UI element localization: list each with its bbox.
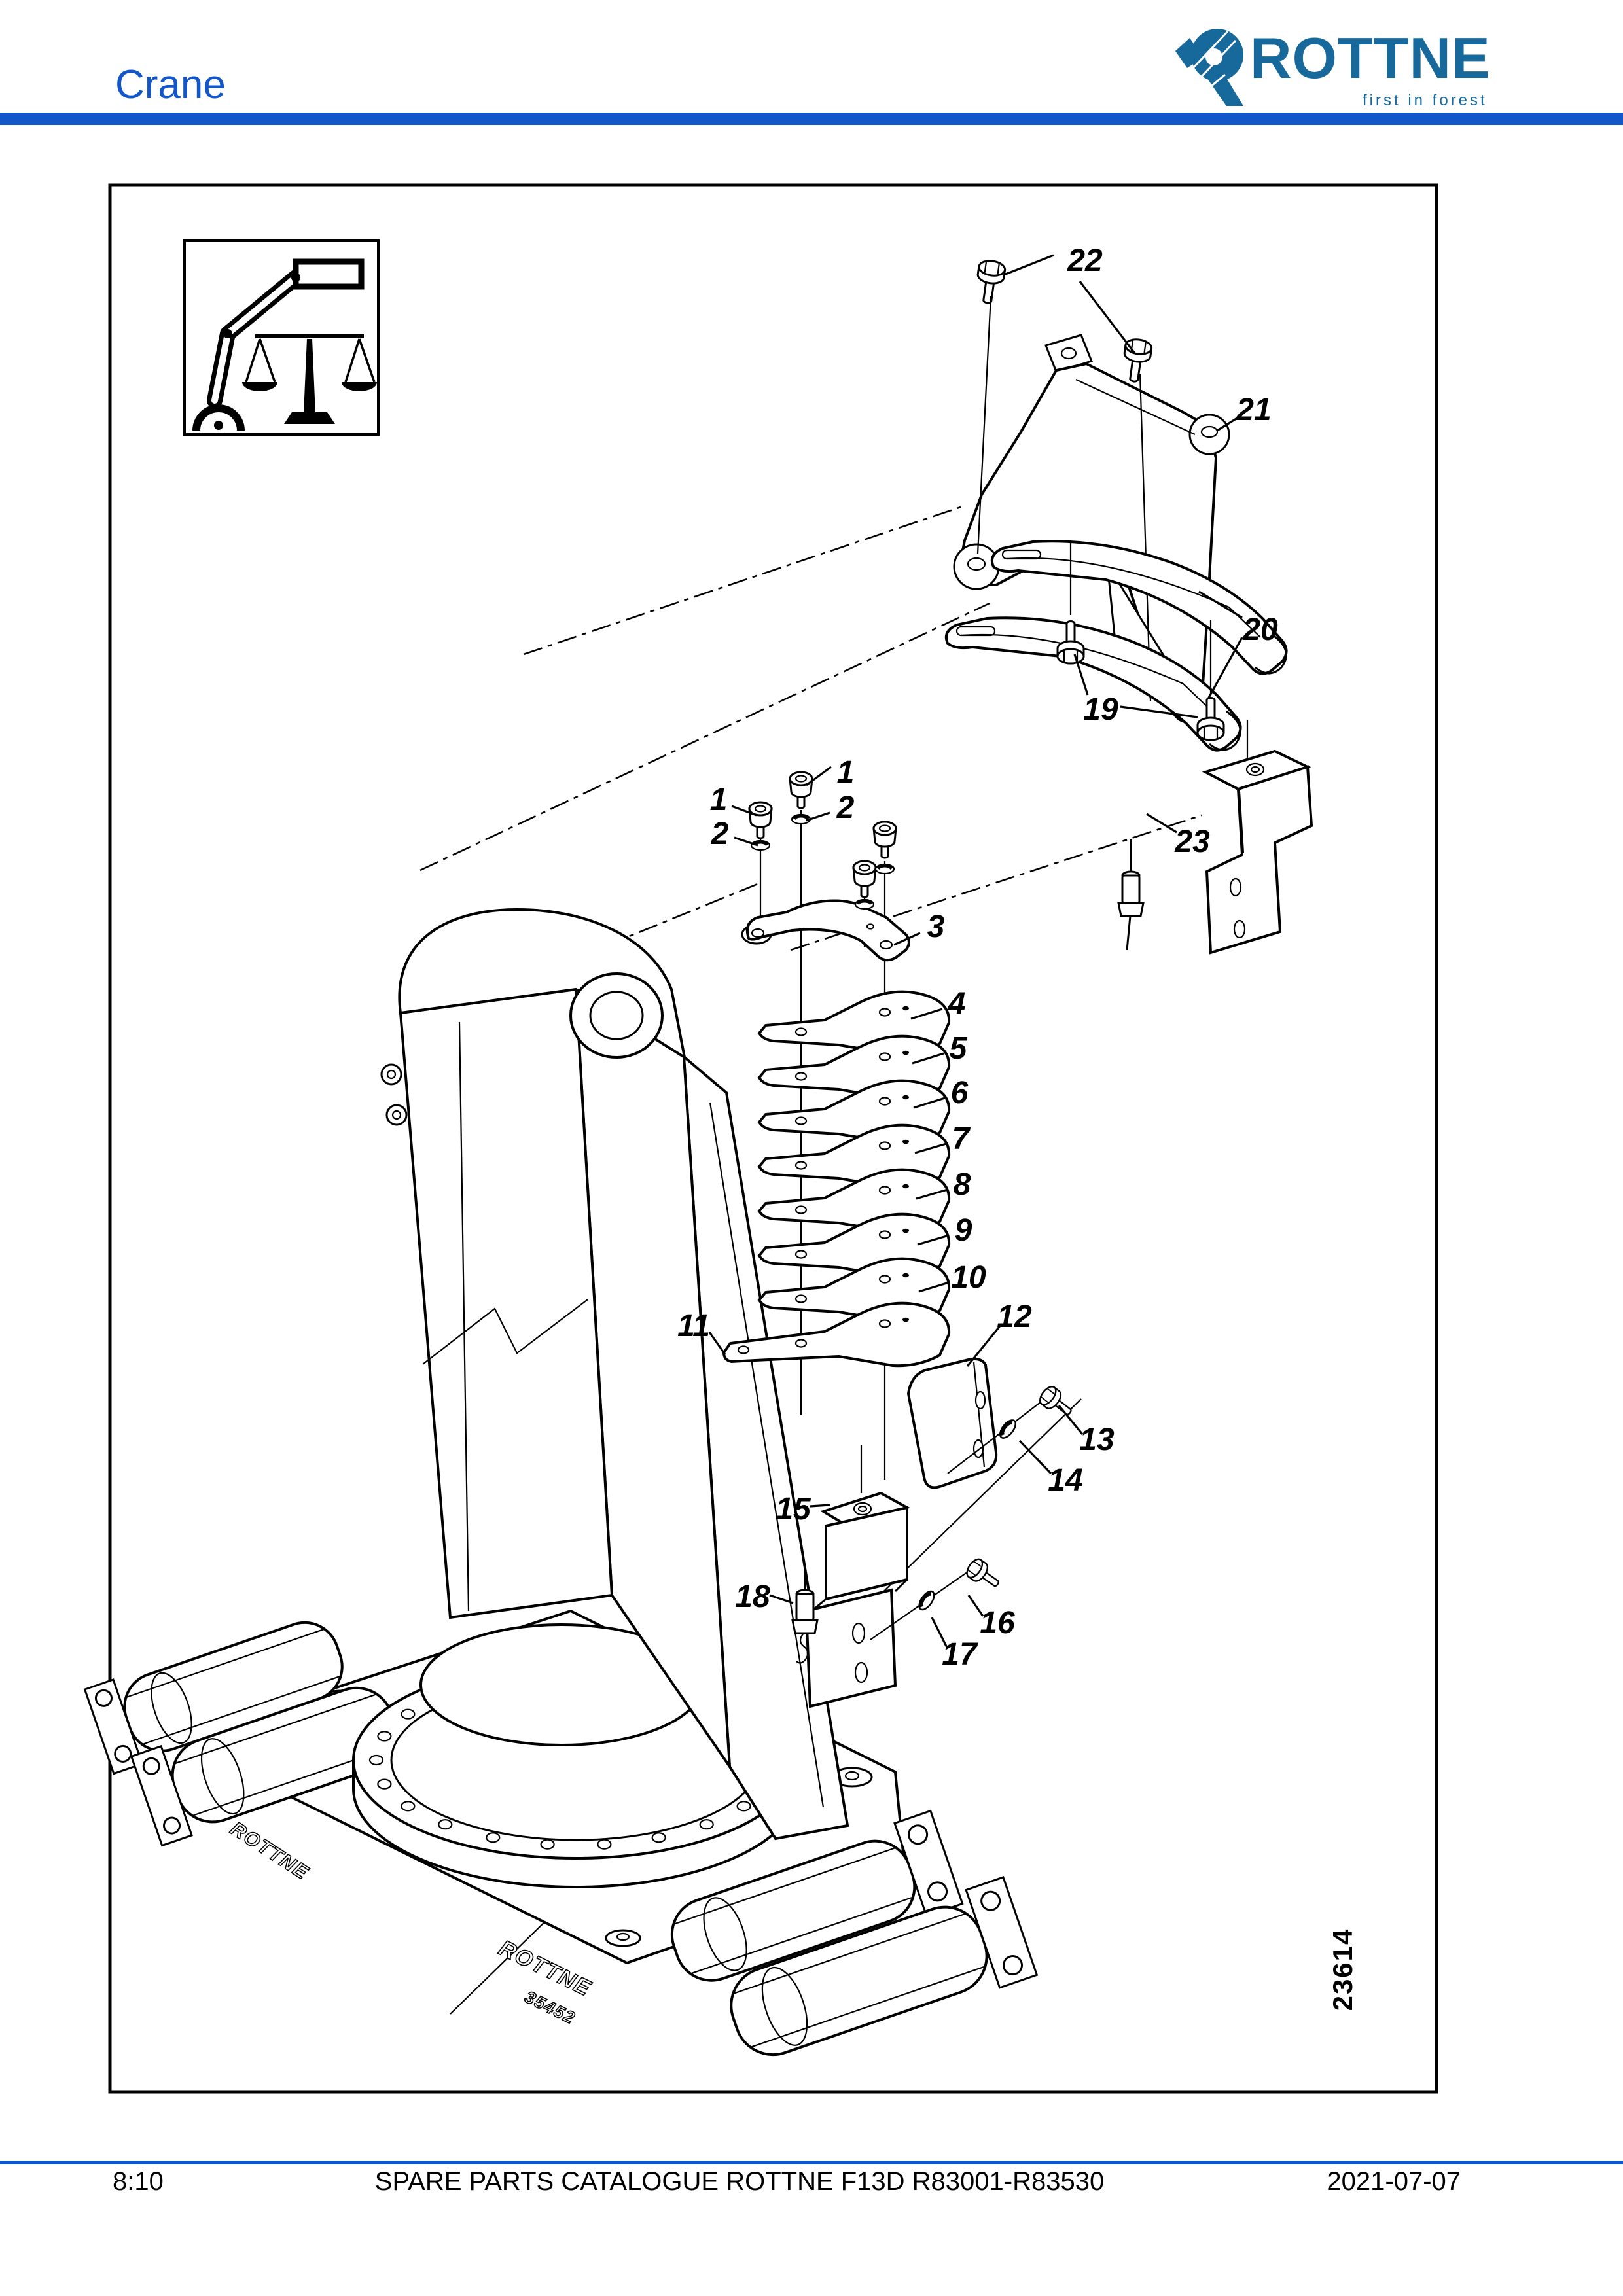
callout-leader-15 bbox=[810, 1504, 830, 1508]
callout-leader-22 bbox=[1079, 281, 1136, 354]
callout-leader-22 bbox=[1003, 254, 1054, 276]
callout-leader-23 bbox=[1146, 813, 1177, 834]
callout-label-22: 22 bbox=[1067, 243, 1103, 278]
callout-leader-4 bbox=[910, 1008, 943, 1020]
logo-wordmark: ROTTNE bbox=[1250, 26, 1491, 90]
callout-label-17: 17 bbox=[942, 1637, 978, 1672]
rottne-logo: ROTTNE first in forest bbox=[1169, 26, 1535, 116]
callout-leader-14 bbox=[1018, 1439, 1052, 1475]
callout-leader-20 bbox=[1207, 637, 1243, 699]
callout-label-13: 13 bbox=[1079, 1422, 1115, 1457]
callout-label-23: 23 bbox=[1174, 824, 1210, 859]
callout-label-10: 10 bbox=[951, 1260, 986, 1295]
callout-leader-8 bbox=[916, 1188, 948, 1200]
callout-label-20: 20 bbox=[1242, 612, 1278, 647]
callout-label-1: 1 bbox=[710, 783, 728, 817]
callout-leader-5 bbox=[912, 1052, 944, 1065]
part-15-bracket bbox=[804, 1445, 910, 1708]
callout-label-4: 4 bbox=[948, 987, 966, 1021]
callout-leader-21 bbox=[1217, 416, 1239, 432]
callout-label-9: 9 bbox=[955, 1213, 972, 1248]
footer-page-ref: 8:10 bbox=[113, 2167, 164, 2196]
callout-label-2: 2 bbox=[711, 817, 729, 851]
logo-tagline: first in forest bbox=[1363, 92, 1488, 109]
callout-leader-2 bbox=[734, 836, 758, 847]
inset-legend-box bbox=[183, 239, 380, 436]
callout-leader-1 bbox=[731, 805, 757, 817]
callout-label-16: 16 bbox=[980, 1606, 1015, 1640]
right-cylinder-bank bbox=[670, 1809, 1039, 2057]
part-12-bracket bbox=[906, 1358, 998, 1489]
footer-rule bbox=[0, 2161, 1623, 2164]
callout-leader-12 bbox=[966, 1323, 1003, 1368]
callout-leader-18 bbox=[769, 1594, 794, 1604]
parts-16-17 bbox=[870, 1555, 1005, 1640]
footer-catalogue-title: SPARE PARTS CATALOGUE ROTTNE F13D R83001… bbox=[374, 2167, 1105, 2196]
callout-label-6: 6 bbox=[951, 1076, 969, 1110]
callout-label-18: 18 bbox=[735, 1580, 770, 1614]
callout-label-14: 14 bbox=[1048, 1463, 1082, 1498]
callout-leader-2 bbox=[806, 811, 830, 822]
callout-label-21: 21 bbox=[1236, 393, 1271, 427]
part-21-bracket bbox=[953, 334, 1230, 724]
callout-label-12: 12 bbox=[997, 1299, 1032, 1334]
callout-leader-7 bbox=[914, 1142, 947, 1154]
crane-scale-icon bbox=[192, 258, 377, 431]
callout-leader-19 bbox=[1120, 705, 1198, 718]
callout-leader-17 bbox=[931, 1617, 948, 1647]
callout-leader-11 bbox=[708, 1332, 726, 1355]
callout-leader-9 bbox=[917, 1234, 950, 1246]
callout-leader-1 bbox=[806, 766, 832, 786]
callout-label-5: 5 bbox=[950, 1031, 968, 1066]
callout-leader-3 bbox=[893, 932, 921, 946]
callout-label-1: 1 bbox=[837, 755, 855, 790]
callout-leader-10 bbox=[918, 1281, 950, 1293]
figure-number: 23614 bbox=[1327, 1928, 1358, 2011]
parts-13-14 bbox=[947, 1383, 1078, 1474]
callout-label-3: 3 bbox=[927, 910, 945, 944]
callout-leader-16 bbox=[967, 1595, 984, 1617]
callout-leader-20 bbox=[1198, 590, 1243, 619]
callout-label-8: 8 bbox=[954, 1167, 971, 1202]
callout-leader-13 bbox=[1058, 1404, 1084, 1436]
pillar-head bbox=[398, 908, 687, 1061]
footer: 8:10 SPARE PARTS CATALOGUE ROTTNE F13D R… bbox=[0, 2167, 1623, 2206]
callout-label-2: 2 bbox=[836, 790, 855, 825]
part-3-bracket bbox=[741, 899, 910, 962]
callout-leader-6 bbox=[913, 1097, 946, 1109]
rottne-logo-mark-icon bbox=[1175, 29, 1243, 106]
part-18-pin bbox=[791, 1565, 819, 1664]
header-rule bbox=[0, 113, 1623, 125]
part-23-bracket bbox=[1117, 720, 1313, 955]
callout-label-7: 7 bbox=[952, 1122, 971, 1156]
callout-label-15: 15 bbox=[776, 1492, 812, 1527]
part-19-bolts bbox=[1056, 540, 1225, 741]
page-title: Crane bbox=[115, 62, 226, 107]
crane-pillar-and-base: ROTTNE ROTTNE 35452 bbox=[83, 908, 1039, 2057]
callout-label-19: 19 bbox=[1083, 692, 1118, 727]
footer-date: 2021-07-07 bbox=[1327, 2167, 1461, 2196]
grease-nipple-pin bbox=[1117, 839, 1145, 951]
callout-leader-19 bbox=[1073, 654, 1089, 696]
left-cylinder-bank bbox=[83, 1621, 398, 1847]
callout-label-11: 11 bbox=[677, 1309, 710, 1343]
part-22-bolts bbox=[972, 258, 1154, 702]
